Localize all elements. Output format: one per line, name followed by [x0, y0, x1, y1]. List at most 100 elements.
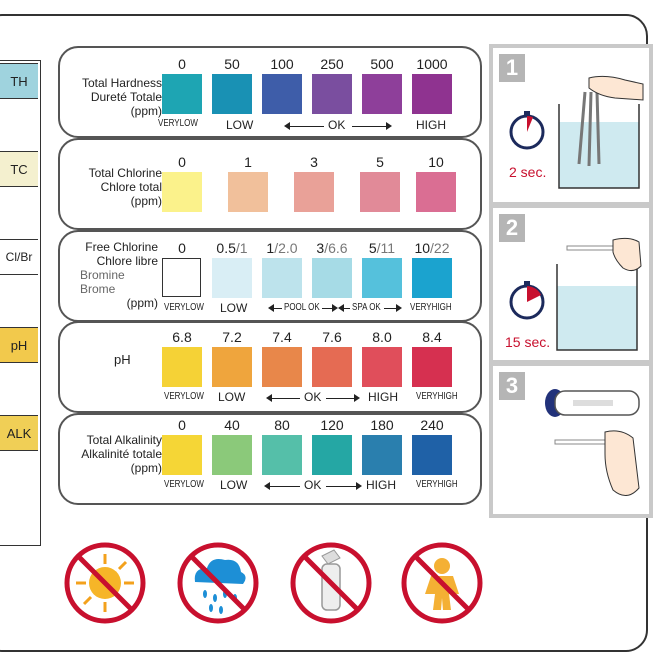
time-label: 2 sec.	[509, 164, 547, 180]
step-3-panel: 3	[489, 362, 653, 518]
swatch-2	[262, 258, 302, 298]
swatch-0	[162, 74, 202, 114]
row-title: pH	[114, 352, 131, 367]
value-4: 8.0	[372, 329, 392, 345]
swatch-5	[412, 435, 452, 475]
value-1: 40	[224, 417, 240, 433]
value-5: 8.4	[422, 329, 442, 345]
value-4: 10	[428, 154, 444, 170]
value-3: 7.6	[322, 329, 342, 345]
swatch-1	[228, 172, 268, 212]
value-5: 10/22	[414, 240, 450, 256]
row-title: Total Chlorine Chlore total (ppm)	[88, 166, 162, 208]
label-low: LOW	[220, 301, 248, 315]
arrow-right	[352, 122, 392, 130]
label-pool-ok: POOL OK	[284, 302, 320, 313]
row-total-alkalinity: Total Alkalinity Alkalinité totale (ppm)…	[58, 413, 482, 505]
step-number: 2	[499, 214, 525, 242]
swatch-5	[412, 74, 452, 114]
value-2: 1/2.0	[266, 240, 298, 256]
value-0: 0	[178, 417, 186, 433]
no-open-bottle-icon	[290, 542, 372, 624]
arrow-spa-right	[384, 304, 402, 312]
swatch-0	[162, 435, 202, 475]
swatch-1	[212, 347, 252, 387]
strip-pad-alk: ALK	[0, 415, 38, 451]
value-0: 0	[178, 56, 186, 72]
row-total-chlorine: Total Chlorine Chlore total (ppm) 0 1 3 …	[58, 138, 482, 230]
value-3: 120	[320, 417, 344, 433]
value-5: 240	[420, 417, 444, 433]
label-ok: OK	[328, 118, 346, 132]
label-verylow: VERYLOW	[164, 479, 204, 490]
label-veryhigh: VERYHIGH	[416, 391, 458, 402]
strip-pad-ph: pH	[0, 327, 38, 363]
timer-icon	[509, 111, 545, 150]
value-5: 1000	[416, 56, 448, 72]
step-1-panel: 1 2 sec.	[489, 44, 653, 206]
value-2: 80	[274, 417, 290, 433]
arrow-right	[326, 394, 360, 402]
label-spa-ok: SPA OK	[352, 302, 381, 313]
value-3: 3/6.6	[316, 240, 348, 256]
swatch-2	[262, 347, 302, 387]
label-verylow: VERYLOW	[164, 391, 204, 402]
no-rain-icon	[177, 542, 259, 624]
value-3: 250	[320, 56, 344, 72]
value-4: 500	[370, 56, 394, 72]
swatch-0	[162, 258, 201, 297]
label-ok: OK	[304, 478, 322, 492]
no-sun-icon	[64, 542, 146, 624]
value-0: 0	[178, 240, 186, 256]
value-4: 5/11	[368, 240, 396, 256]
label-low: LOW	[220, 478, 248, 492]
value-1: 0.5/1	[216, 240, 248, 256]
value-1: 1	[244, 154, 252, 170]
label-verylow: VERYLOW	[158, 118, 198, 129]
value-2: 3	[310, 154, 318, 170]
label-veryhigh: VERYHIGH	[410, 302, 452, 313]
arrow-spa-left	[338, 304, 350, 312]
swatch-2	[262, 435, 302, 475]
swatch-1	[212, 258, 252, 298]
arrow-left	[264, 482, 300, 490]
row-title: Total Hardness Dureté Totale (ppm)	[81, 76, 162, 118]
swatch-1	[212, 435, 252, 475]
value-0: 6.8	[172, 329, 192, 345]
arrow-left	[284, 122, 324, 130]
time-label: 15 sec.	[505, 334, 551, 350]
swatch-0	[162, 172, 202, 212]
swatch-1	[212, 74, 252, 114]
label-low: LOW	[218, 390, 246, 404]
label-veryhigh: VERYHIGH	[416, 479, 458, 490]
swatch-0	[162, 347, 202, 387]
row-title: Total Alkalinity Alkalinité totale (ppm)	[81, 433, 162, 475]
value-1: 7.2	[222, 329, 242, 345]
swatch-3	[360, 172, 400, 212]
strip-pad-tc: TC	[0, 151, 38, 187]
swatch-3	[312, 347, 352, 387]
hand-holding-strip-icon	[554, 430, 640, 496]
swatch-5	[412, 258, 452, 298]
swatch-4	[362, 74, 402, 114]
label-high: HIGH	[366, 478, 396, 492]
arrow-pool-left	[268, 304, 282, 312]
step-number: 3	[499, 372, 525, 400]
row-free-chlorine-bromine: Free Chlorine Chlore libre Bromine Brome…	[58, 230, 482, 322]
strip-pad-th: TH	[0, 63, 38, 99]
label-high: HIGH	[416, 118, 446, 132]
value-2: 100	[270, 56, 294, 72]
strip-over-water-icon	[556, 237, 642, 351]
dip-strips-in-water-icon	[558, 75, 644, 189]
swatch-3	[312, 74, 352, 114]
arrow-left	[266, 394, 300, 402]
timer-icon	[509, 281, 545, 320]
swatch-2	[262, 74, 302, 114]
swatch-4	[416, 172, 456, 212]
value-4: 180	[370, 417, 394, 433]
label-ok: OK	[304, 390, 322, 404]
swatch-5	[412, 347, 452, 387]
strip-pad-clbr: Cl/Br	[0, 239, 38, 275]
value-0: 0	[178, 154, 186, 170]
step-2-panel: 2 15 sec.	[489, 204, 653, 364]
